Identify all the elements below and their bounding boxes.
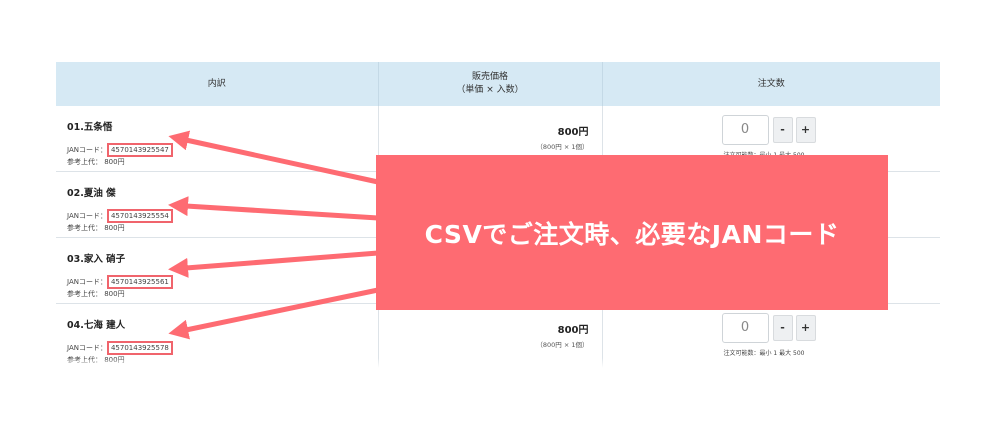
reference-price: 参考上代： 800円	[67, 290, 125, 298]
header-breakdown: 内訳	[56, 62, 379, 106]
callout-banner: CSVでご注文時、必要なJANコード	[376, 155, 888, 310]
jan-label: JANコード：	[67, 146, 107, 154]
jan-label: JANコード：	[67, 212, 107, 220]
header-quantity: 注文数	[601, 62, 940, 106]
header-price: 販売価格 （単価 × 入数）	[377, 62, 603, 106]
callout-text: CSVでご注文時、必要なJANコード	[424, 219, 840, 249]
jan-label: JANコード：	[67, 344, 107, 352]
jan-label: JANコード：	[67, 278, 107, 286]
item-name: 01.五条悟	[67, 122, 113, 133]
item-cell: 02.夏油 傑 JANコード：4570143925554 参考上代： 800円	[56, 171, 378, 238]
table-fade-overlay	[56, 358, 940, 368]
reference-price: 参考上代： 800円	[67, 158, 125, 166]
item-name: 04.七海 建人	[67, 320, 126, 331]
table-row: 04.七海 建人 JANコード：4570143925578 参考上代： 800円…	[56, 303, 940, 368]
decrement-button[interactable]: -	[772, 315, 793, 341]
quantity-input[interactable]: 0	[721, 115, 769, 145]
item-name: 03.家入 硝子	[67, 254, 126, 265]
item-name: 02.夏油 傑	[67, 188, 116, 199]
jan-code-highlight: 4570143925578	[106, 341, 173, 355]
arrow-to-jan-4	[168, 287, 379, 340]
decrement-button[interactable]: -	[772, 117, 793, 143]
increment-button[interactable]: +	[795, 117, 816, 143]
quantity-input[interactable]: 0	[721, 313, 769, 343]
unit-price: 800円	[557, 127, 589, 138]
reference-price: 参考上代： 800円	[67, 224, 125, 232]
arrow-to-jan-2	[168, 196, 379, 221]
item-cell: 03.家入 硝子 JANコード：4570143925561 参考上代： 800円	[56, 237, 378, 304]
item-cell: 04.七海 建人 JANコード：4570143925578 参考上代： 800円	[56, 303, 378, 368]
header-price-title: 販売価格	[471, 72, 508, 82]
price-breakdown: （800円 × 1個）	[536, 143, 589, 151]
increment-button[interactable]: +	[795, 315, 816, 341]
jan-code-highlight: 4570143925561	[106, 275, 173, 289]
price-breakdown: （800円 × 1個）	[536, 341, 589, 349]
arrow-to-jan-3	[168, 250, 379, 278]
table-header-row: 内訳 販売価格 （単価 × 入数） 注文数	[56, 62, 940, 106]
unit-price: 800円	[557, 325, 589, 336]
quantity-cell: 0 - + 注文可能数：最小 1 最大 500	[601, 303, 940, 368]
arrow-to-jan-1	[168, 130, 379, 185]
item-cell: 01.五条悟 JANコード：4570143925547 参考上代： 800円	[56, 106, 378, 172]
header-price-subtitle: （単価 × 入数）	[456, 85, 524, 95]
price-cell: 800円 （800円 × 1個）	[377, 303, 602, 368]
quantity-limit-note: 注文可能数：最小 1 最大 500	[723, 350, 805, 357]
